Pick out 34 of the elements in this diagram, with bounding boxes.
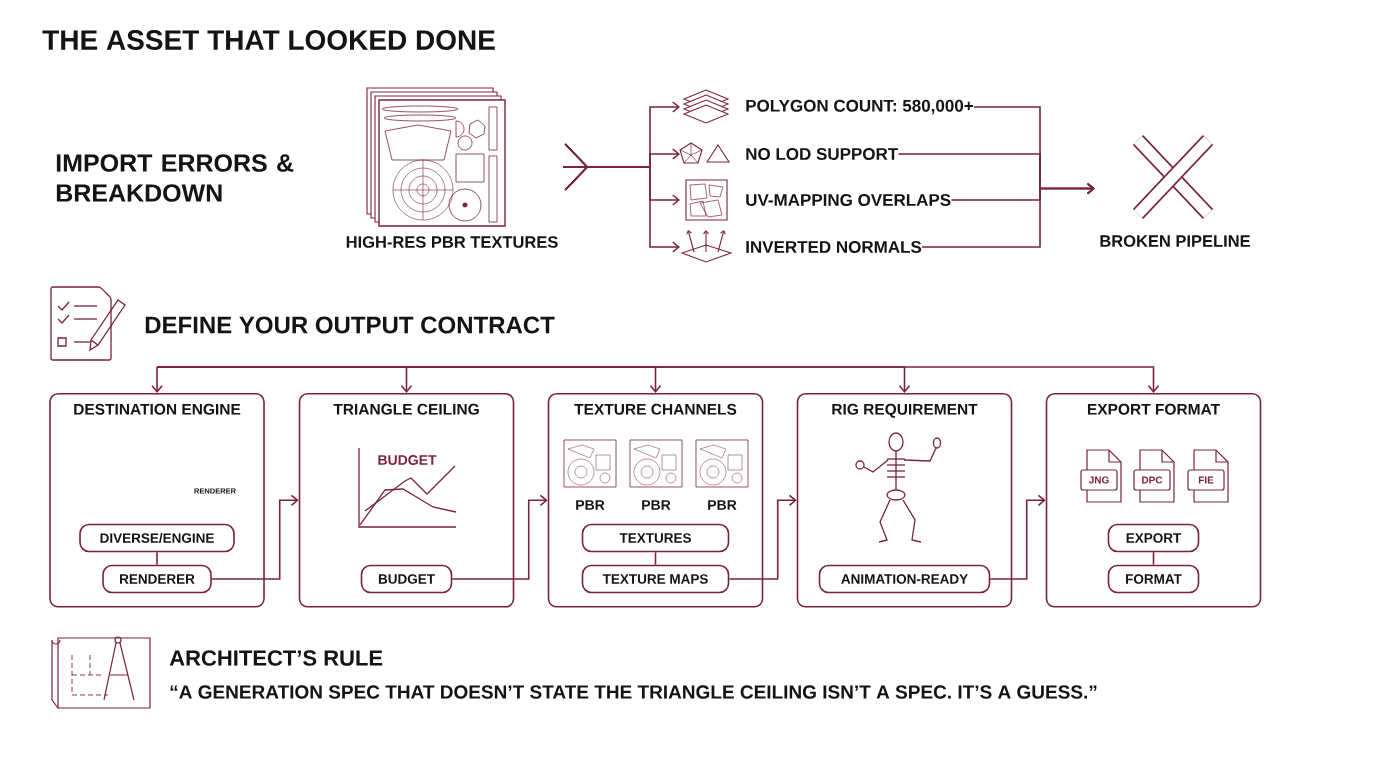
caption: PBR — [642, 500, 671, 510]
pill-box: FORMAT — [1107, 564, 1200, 594]
caption: PBR — [708, 500, 737, 510]
arrow — [451, 494, 548, 580]
arrow — [562, 143, 680, 253]
file-type-label: JNG — [1088, 476, 1109, 484]
arrow — [728, 494, 797, 580]
item-text: INVERTED NORMALS — [746, 241, 922, 253]
caption: PBR — [576, 500, 605, 510]
arrow — [211, 494, 299, 580]
section-heading: IMPORT ERRORS & BREAKDOWN — [56, 154, 294, 202]
arrow — [989, 494, 1046, 580]
arrow — [921, 182, 1095, 248]
pill-box: BUDGET — [360, 564, 453, 594]
pill-box: ANIMATION-READY — [818, 564, 991, 594]
file-type-label: FIE — [1198, 476, 1214, 484]
title: THE ASSET THAT LOOKED DONE — [42, 30, 495, 50]
rule-heading: ARCHITECT’S RULE — [169, 650, 383, 666]
file-type-label: DPC — [1142, 476, 1163, 484]
arrow — [156, 366, 1160, 393]
section-heading: DEFINE YOUR OUTPUT CONTRACT — [145, 316, 555, 334]
captioned-picture: HIGH-RES PBR TEXTURES — [346, 236, 558, 248]
quote-text: “A GENERATION SPEC THAT DOESN’T STATE THE TRIANGLE CEILING ISN’T A SPEC. IT’S A GUESS.” — [170, 685, 1097, 699]
item-text: NO LOD SUPPORT — [746, 148, 899, 160]
pill-box: DIVERSE/ENGINE — [79, 523, 235, 553]
captioned-symbol: BROKEN PIPELINE — [1100, 235, 1250, 247]
pill-box: RENDERER — [102, 564, 212, 594]
item-text: UV-MAPPING OVERLAPS — [746, 194, 951, 206]
item-text: POLYGON COUNT: 580,000+ — [746, 99, 973, 115]
pill-box: TEXTURE MAPS — [581, 564, 730, 594]
pill-box: TEXTURES — [581, 523, 730, 553]
pill-box: EXPORT — [1107, 523, 1200, 553]
arrow — [151, 366, 163, 393]
chart-label: BUDGET — [378, 455, 437, 465]
